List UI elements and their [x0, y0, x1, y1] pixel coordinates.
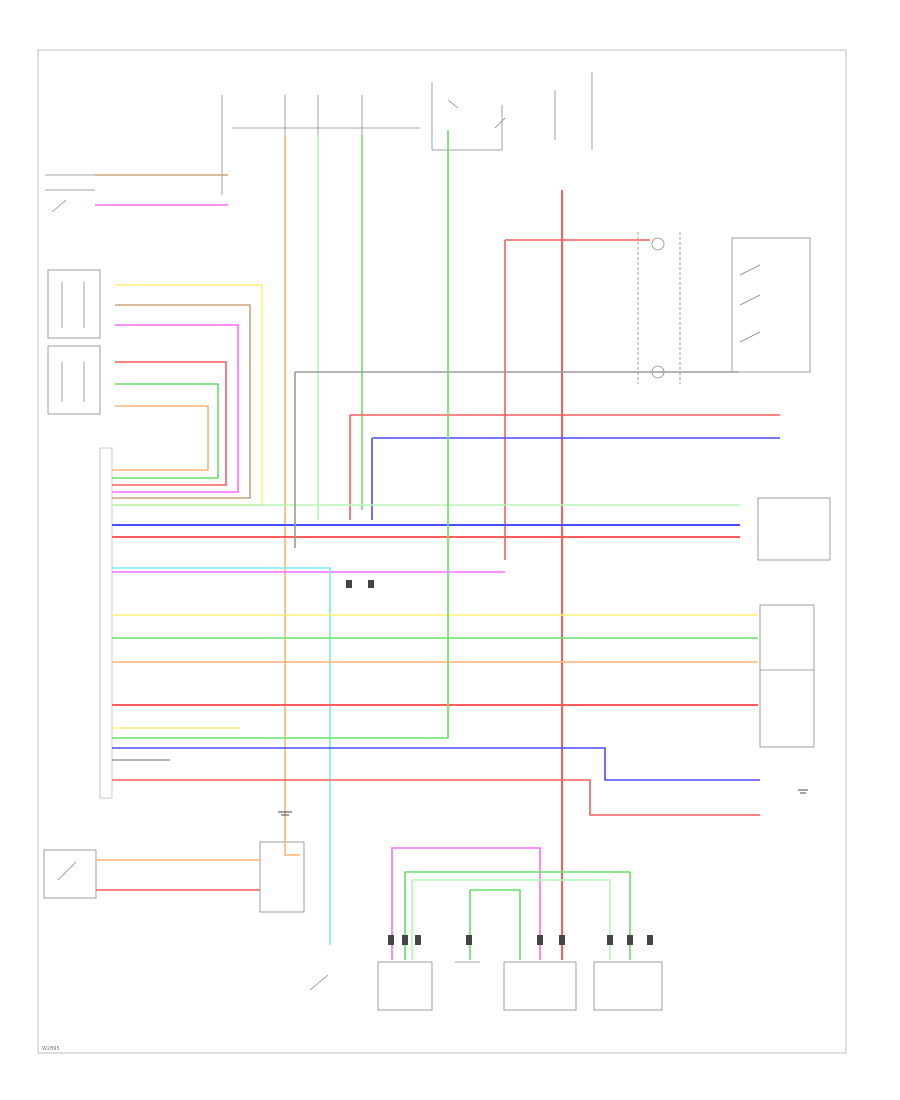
wire-orange-left	[112, 405, 209, 471]
wire-tan-left	[112, 304, 251, 499]
top-fuse-section	[221, 72, 593, 195]
diagram-border	[37, 49, 847, 1054]
wire-gray-top	[294, 371, 738, 548]
wire-orange-main	[284, 135, 300, 856]
wire-red-h415	[349, 414, 780, 520]
wire-green-bottom-mid	[469, 889, 521, 960]
connectors	[346, 580, 653, 945]
wire-cyan	[112, 567, 331, 945]
wire-red-top-branch	[504, 239, 650, 560]
wire-green-h738	[112, 130, 449, 739]
wire-blue-h748	[112, 747, 760, 781]
wire-blue-h438	[371, 437, 780, 520]
wire-light-green-bottom	[411, 879, 611, 960]
ground-symbols	[278, 789, 808, 816]
left-switch-section	[43, 174, 329, 991]
wire-red-h780	[112, 779, 760, 816]
diagram-code: W2895	[42, 1046, 60, 1052]
wire-pink-left	[112, 324, 239, 493]
bottom-modules	[377, 961, 663, 1011]
wire-harness	[95, 130, 780, 960]
wire-green-left	[112, 383, 219, 479]
wire-red-left	[112, 361, 227, 486]
right-components	[637, 232, 831, 748]
wire-green-bottom	[404, 871, 631, 960]
wire-pink-bottom	[391, 847, 541, 960]
wire-yellow-left	[112, 284, 263, 506]
